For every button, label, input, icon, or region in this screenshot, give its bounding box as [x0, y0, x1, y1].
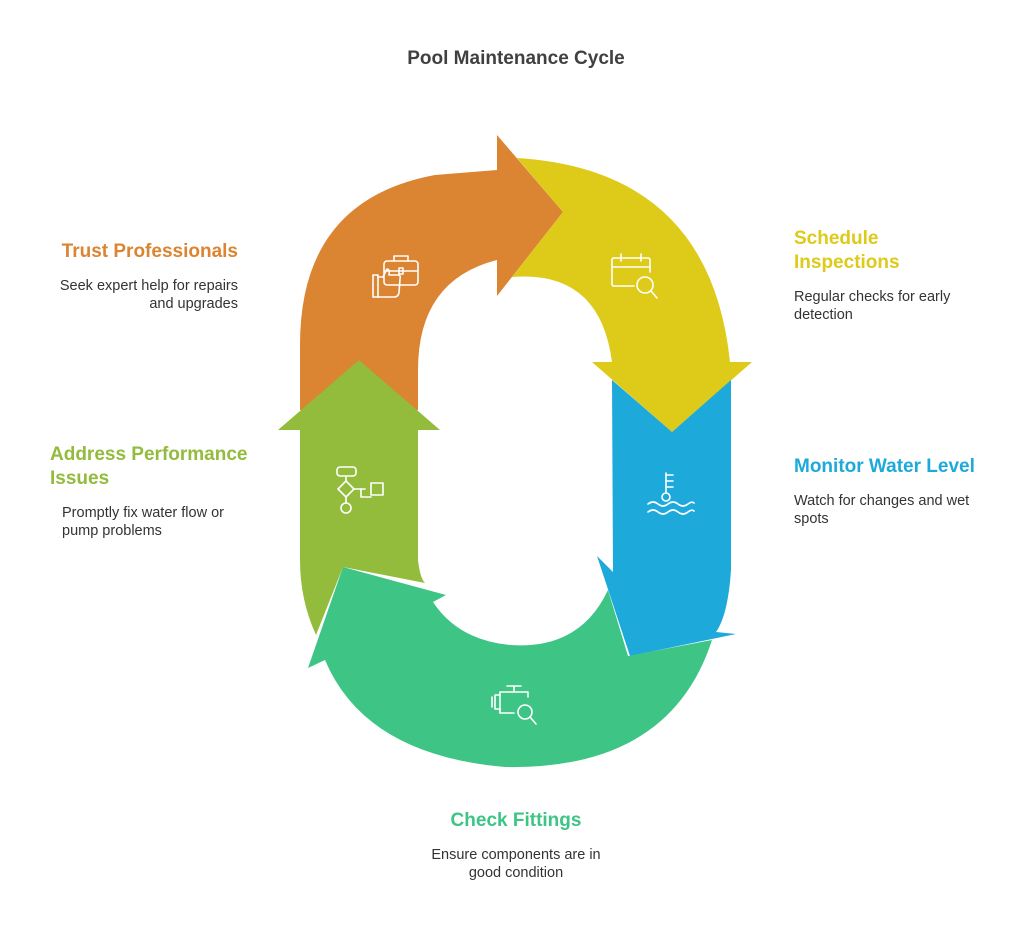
trust-professionals-description: Seek expert help for repairs and upgrade… [59, 278, 238, 312]
check-fittings-description: Ensure components are in good condition [431, 847, 601, 881]
engine-search-icon [491, 685, 537, 725]
check-fittings-title: Check Fittings [450, 810, 582, 831]
schedule-inspections-title: Schedule Inspections [794, 228, 900, 273]
address-performance-issues-title: Address Performance Issues [50, 444, 248, 489]
monitor-water-level-description: Watch for changes and wet spots [794, 493, 970, 527]
diagram-title: Pool Maintenance Cycle [407, 48, 625, 69]
check-fittings-arrow [308, 567, 712, 768]
flowchart-icon [336, 466, 384, 514]
monitor-water-level-title: Monitor Water Level [794, 456, 975, 477]
monitor-water-level-arrow [597, 380, 736, 656]
thermometer-water-icon [647, 472, 695, 515]
address-performance-issues-arrow [278, 360, 440, 635]
calendar-search-icon [611, 253, 658, 299]
trust-professionals-arrow [300, 135, 563, 410]
trust-professionals-title: Trust Professionals [61, 241, 238, 262]
address-performance-issues-description: Promptly fix water flow or pump problems [62, 505, 224, 539]
schedule-inspections-arrow [512, 158, 752, 432]
briefcase-thumbs-up-icon [372, 255, 419, 298]
schedule-inspections-description: Regular checks for early detection [794, 289, 951, 323]
